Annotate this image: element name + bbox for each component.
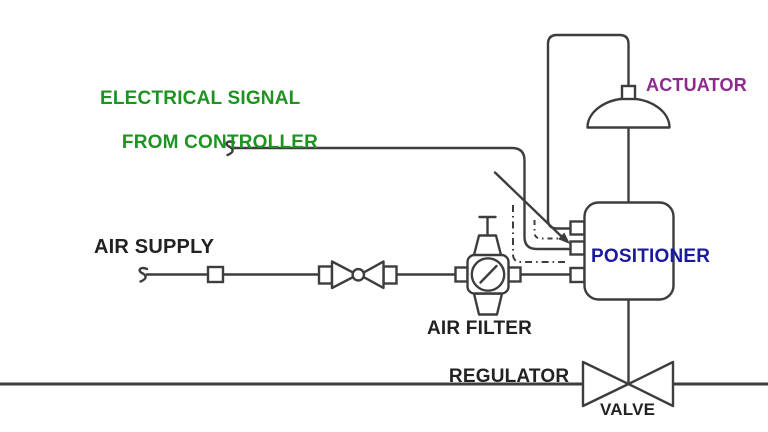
actuator-dome	[586, 97, 671, 129]
hand-valve-symbol	[317, 260, 398, 290]
signal-arrow-shaft	[493, 171, 563, 238]
hand-valve-right-flange	[382, 265, 398, 285]
actuator-cap	[620, 84, 637, 101]
regulator-left-port	[454, 266, 469, 283]
regulator-gauge-needle	[479, 264, 498, 284]
valve-left-triangle	[581, 360, 630, 408]
electrical-signal-label-line2: FROM CONTROLLER	[121, 132, 319, 153]
air-filter-regulator-symbol	[454, 215, 522, 316]
positioner-port-middle	[569, 240, 586, 256]
positioner-box	[583, 201, 675, 301]
positioner-port-bottom	[569, 266, 586, 284]
regulator-drain	[472, 292, 504, 316]
pneumatic-dashdot-line-inner	[533, 220, 566, 240]
air-supply-squiggle	[138, 266, 149, 283]
air-tube-loop	[546, 33, 630, 230]
valve-right-triangle	[627, 360, 675, 408]
electrical-signal-label-line1: ELECTRICAL SIGNAL	[100, 88, 301, 109]
positioner-label: POSITIONER	[591, 246, 711, 267]
actuator-symbol	[586, 84, 671, 129]
valve-label: VALVE	[600, 400, 656, 419]
air-filter-regulator-label-line2: REGULATOR	[448, 366, 570, 387]
control-valve-symbol	[581, 360, 675, 408]
positioner-port-top	[569, 220, 586, 236]
pneumatic-dashdot-line-outer	[512, 205, 565, 263]
hand-valve-ball	[351, 267, 366, 282]
hand-valve-left-triangle	[330, 260, 359, 290]
electrical-signal-line	[231, 146, 572, 251]
signal-arrow	[493, 171, 570, 244]
regulator-bonnet	[472, 234, 503, 259]
air-supply-label: AIR SUPPLY	[94, 236, 215, 258]
electrical-signal-label: ELECTRICAL SIGNAL FROM CONTROLLER	[100, 88, 318, 154]
air-filter-regulator-label-line1: AIR FILTER	[427, 318, 533, 339]
positioner-symbol	[569, 201, 675, 301]
hand-valve-left-flange	[317, 265, 334, 285]
electrical-signal-squiggle	[225, 140, 236, 157]
pipe-coupling-symbol	[206, 265, 225, 284]
hand-valve-right-triangle	[358, 260, 385, 290]
regulator-right-port	[507, 266, 522, 283]
actuator-label: ACTUATOR	[646, 75, 747, 95]
air-filter-regulator-label: AIR FILTER REGULATOR	[427, 317, 569, 389]
